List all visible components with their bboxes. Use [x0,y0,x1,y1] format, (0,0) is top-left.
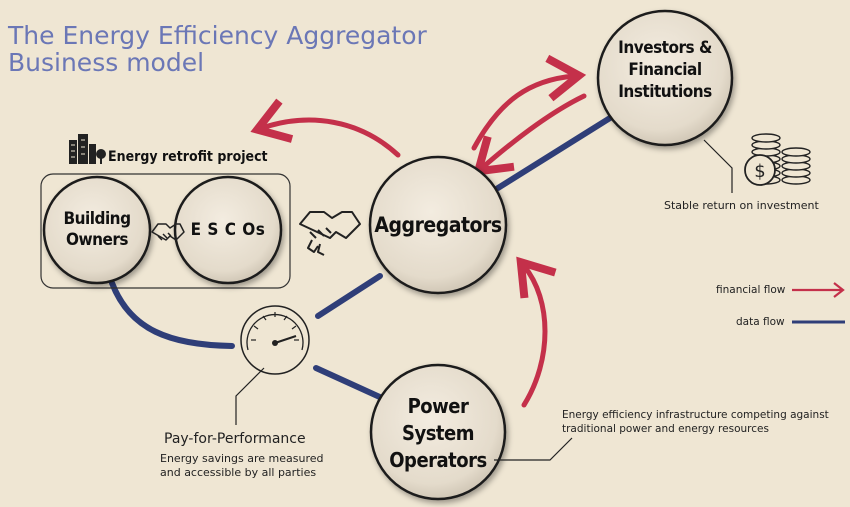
data-flow-gauge-aggregators [315,273,383,319]
building-owners-label: Building Owners [63,209,131,250]
pfp-note-line-2: and accessible by all parties [160,466,317,479]
legend-data-label: data flow [736,316,785,328]
financial-flow-pso-to-aggregators [516,256,557,408]
investors-circle [596,9,734,147]
coins-dollar-icon [744,133,811,186]
dollar-sign: $ [754,161,765,182]
financial-flow-aggregators-to-retrofit [250,98,401,158]
callout-lines [235,139,733,461]
aggregators-circle [368,155,508,295]
title-line-1: The Energy Efficiency Aggregator [8,21,427,50]
data-flow-aggregators-investors [495,115,613,191]
coin-stack-right [781,147,811,185]
financial-flow-arrows [250,54,587,408]
financial-flow-investors-to-aggregators [472,93,587,177]
callout-pfp [235,367,265,425]
legend-financial-label: financial flow [716,284,786,296]
retrofit-project-box [40,173,291,289]
investors-label: Investors & Financial Institutions [618,38,712,102]
stable-return-label: Stable return on investment [664,199,819,212]
data-flow-building-gauge [109,280,235,349]
pso-note-line-1: Energy efficiency infrastructure competi… [562,409,829,421]
callout-investors [703,139,733,193]
aggregators-label: Aggregators [374,213,502,237]
page-title: The Energy Efficiency Aggregator Busines… [8,22,427,76]
pay-for-performance-label: Pay-for-Performance [164,431,306,447]
title-line-2: Business model [8,48,205,77]
escos-circle [173,175,283,285]
building-owners-circle [42,175,152,285]
handshake-icon [151,223,185,241]
retrofit-project-label: Energy retrofit project [108,149,268,165]
data-flow-lines [109,115,613,401]
legend [792,282,845,324]
escos-label: E S C Os [190,220,266,240]
pso-note-line-2: traditional power and energy resources [562,423,769,435]
financial-flow-aggregators-to-investors [471,54,587,151]
building-icon [69,134,106,164]
gauge-icon [240,305,310,375]
handshake-icon [299,211,361,256]
power-system-operators-circle [369,363,507,501]
power-system-operators-label: Power System Operators [389,394,487,472]
legend-financial-head [833,282,845,298]
data-flow-gauge-pso [313,365,385,401]
pfp-note-line-1: Energy savings are measured [160,452,324,465]
callout-pso [494,437,573,461]
